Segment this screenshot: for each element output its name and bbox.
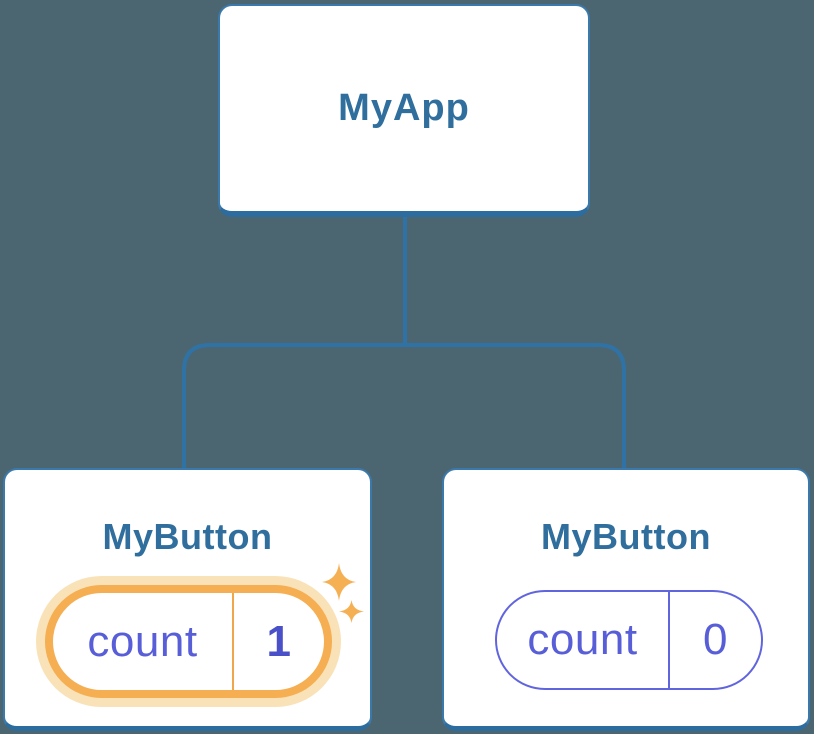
state-value: 0	[703, 615, 728, 664]
state-pill: count 0	[495, 590, 763, 690]
sparkle-icon-small	[339, 600, 364, 623]
node-mybutton-initial: MyButton count 0	[442, 468, 810, 731]
pill-divider	[232, 593, 234, 690]
state-pill-updated: count 1	[45, 585, 332, 698]
node-myapp: MyApp	[218, 4, 590, 217]
node-title: MyButton	[541, 516, 711, 557]
sparkle-icon	[322, 563, 356, 601]
state-label: count	[87, 616, 198, 666]
state-label: count	[527, 615, 638, 664]
node-mybutton-updated: MyButton count 1	[3, 468, 372, 731]
node-title: MyApp	[338, 87, 470, 129]
pill-divider	[668, 592, 670, 688]
state-value: 1	[266, 616, 292, 666]
node-title: MyButton	[102, 516, 273, 557]
